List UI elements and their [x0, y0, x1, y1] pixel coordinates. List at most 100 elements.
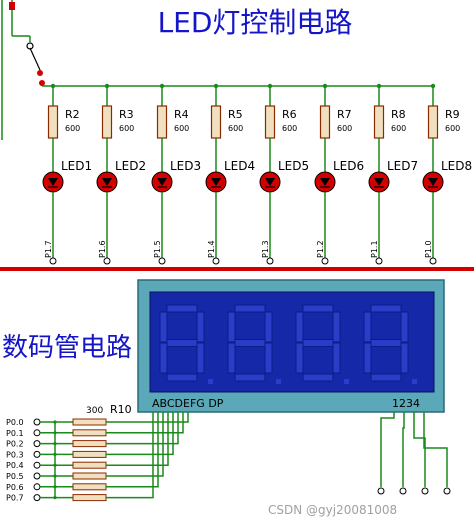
- p0-line: P0.1: [6, 412, 184, 438]
- resnet-value: 300: [86, 406, 103, 416]
- resistor-ref: R9: [445, 108, 460, 121]
- led: [205, 171, 227, 193]
- led-label: LED6: [333, 159, 364, 173]
- digit: [159, 304, 213, 384]
- resistor-value: 600: [337, 124, 352, 133]
- resnet-element: [72, 418, 107, 426]
- resnet-element: [72, 440, 107, 448]
- resistor-value: 600: [174, 124, 189, 133]
- digit-pins: [377, 412, 451, 495]
- p0-line: P0.7: [6, 412, 154, 503]
- p0-line: P0.0: [6, 412, 189, 427]
- p0-line: P0.2: [6, 412, 179, 449]
- resistor: [210, 105, 222, 139]
- led: [259, 171, 281, 193]
- led-pin-label: P1.1: [370, 240, 379, 258]
- digit-common-pin: [377, 412, 395, 495]
- digit-label: 1234: [392, 397, 420, 410]
- digit: [295, 304, 349, 384]
- digit: [363, 304, 417, 384]
- p0-pin-label: P0.6: [6, 483, 24, 492]
- led: [368, 171, 390, 193]
- resistor-ref: R4: [174, 108, 189, 121]
- resistor: [101, 105, 113, 139]
- resistor: [319, 105, 331, 139]
- led-label: LED7: [387, 159, 418, 173]
- led-columns: R2600LED1P1.7R3600LED2P1.6R4600LED3P1.5R…: [42, 83, 472, 265]
- resistor: [264, 105, 276, 139]
- digit-common-pin: [423, 412, 451, 495]
- led-label: LED8: [441, 159, 472, 173]
- digit-common-pin: [399, 412, 407, 495]
- p0-pin-label: P0.0: [6, 418, 24, 427]
- led: [42, 171, 64, 193]
- led-label: LED1: [61, 159, 92, 173]
- led-label: LED2: [115, 159, 146, 173]
- led-pin-label: P1.2: [316, 240, 325, 258]
- led-label: LED5: [278, 159, 309, 173]
- digit-common-pin: [413, 412, 429, 495]
- p0-pin-label: P0.1: [6, 429, 24, 438]
- led-pin-label: P1.5: [153, 240, 162, 258]
- resistor-ref: R6: [282, 108, 297, 121]
- resnet-element: [72, 472, 107, 480]
- led: [151, 171, 173, 193]
- resistor: [47, 105, 59, 139]
- resistor-value: 600: [282, 124, 297, 133]
- resistor-ref: R5: [228, 108, 243, 121]
- seg-section-title: 数码管电路: [2, 333, 132, 363]
- led-label: LED4: [224, 159, 255, 173]
- resistor-ref: R7: [337, 108, 352, 121]
- led: [314, 171, 336, 193]
- p0-line: P0.6: [6, 412, 159, 492]
- resistor: [373, 105, 385, 139]
- p0-line: P0.4: [6, 412, 169, 470]
- led-pin-label: P1.4: [207, 240, 216, 258]
- led: [96, 171, 118, 193]
- resistor: [156, 105, 168, 139]
- led-pin-label: P1.7: [44, 240, 53, 258]
- resistor-value: 600: [65, 124, 80, 133]
- p0-pin-label: P0.5: [6, 472, 24, 481]
- resistor-value: 600: [228, 124, 243, 133]
- led-pin-label: P1.3: [261, 240, 270, 258]
- resnet-element: [72, 494, 107, 502]
- resistor-ref: R3: [119, 108, 134, 121]
- digit: [227, 304, 281, 384]
- resnet-element: [72, 450, 107, 458]
- resistor-value: 600: [119, 124, 134, 133]
- p0-line: P0.3: [6, 412, 174, 459]
- resistor: [427, 105, 439, 139]
- p0-pin-label: P0.3: [6, 450, 24, 459]
- resistor-ref: R2: [65, 108, 80, 121]
- led-pin-label: P1.6: [98, 240, 107, 258]
- segment-label: ABCDEFG DP: [152, 397, 224, 410]
- resnet-ref: R10: [110, 403, 132, 416]
- p0-pin-label: P0.7: [6, 494, 24, 503]
- resistor-ref: R8: [391, 108, 406, 121]
- resistor-network: 300 R10 P0.0P0.1P0.2P0.3P0.4P0.5P0.6P0.7: [6, 403, 189, 503]
- switch: [9, 0, 45, 86]
- p0-pin-label: P0.2: [6, 440, 24, 449]
- resistor-value: 600: [445, 124, 460, 133]
- resnet-element: [72, 461, 107, 469]
- watermark: CSDN @gyj20081008: [268, 503, 397, 517]
- resnet-element: [72, 429, 107, 437]
- resistor-value: 600: [391, 124, 406, 133]
- led: [422, 171, 444, 193]
- led-section-title: LED灯控制电路: [158, 6, 353, 39]
- p0-pin-label: P0.4: [6, 461, 24, 470]
- resnet-element: [72, 483, 107, 491]
- led-label: LED3: [170, 159, 201, 173]
- digit-segments: [159, 304, 417, 384]
- seven-segment-display: ABCDEFG DP 1234: [137, 279, 445, 413]
